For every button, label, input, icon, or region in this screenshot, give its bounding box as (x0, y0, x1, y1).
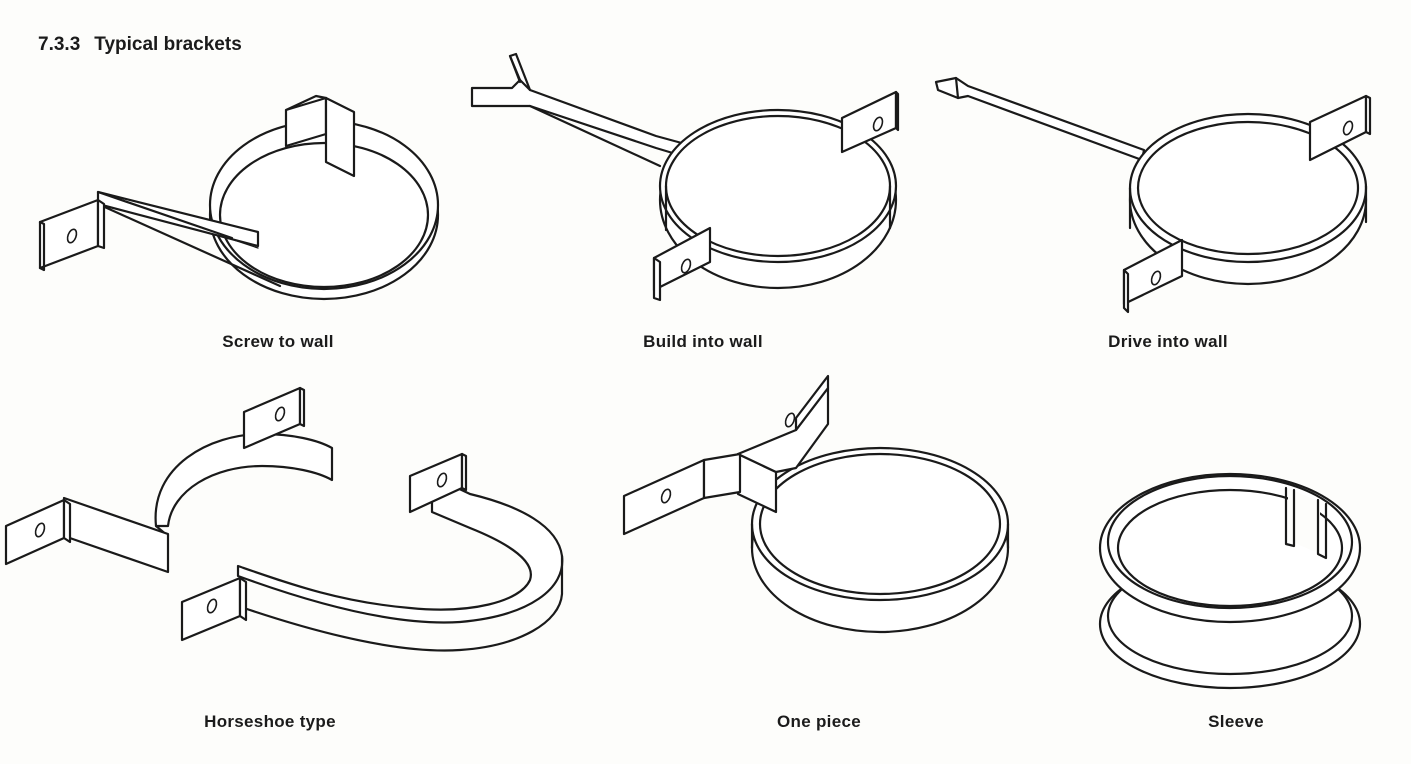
build-into-wall-bracket-drawing (470, 52, 900, 302)
caption-one-piece: One piece (777, 712, 861, 731)
figure-screw-to-wall: Screw to wall (0, 0, 470, 360)
caption-build-into-wall: Build into wall (643, 332, 763, 351)
caption-sleeve: Sleeve (1208, 712, 1264, 731)
sleeve-bracket-drawing (1098, 472, 1362, 690)
section-heading: 7.3.3 Typical brackets (38, 34, 242, 56)
figure-build-into-wall: Build into wall (460, 0, 940, 360)
one-piece-bracket-drawing (622, 374, 1010, 634)
drive-into-wall-bracket-drawing (934, 76, 1372, 314)
caption-screw-to-wall: Screw to wall (222, 332, 334, 351)
caption-drive-into-wall: Drive into wall (1108, 332, 1228, 351)
horseshoe-type-bracket-drawing (4, 386, 564, 652)
screw-to-wall-bracket-drawing (38, 94, 440, 301)
figure-one-piece: One piece (600, 374, 1060, 764)
figure-horseshoe-type: Horseshoe type (0, 376, 600, 764)
figure-drive-into-wall: Drive into wall (930, 0, 1411, 360)
figure-sleeve: Sleeve (1060, 376, 1411, 764)
section-number: 7.3.3 (38, 34, 81, 55)
caption-horseshoe-type: Horseshoe type (204, 712, 336, 731)
section-title: Typical brackets (94, 34, 242, 55)
